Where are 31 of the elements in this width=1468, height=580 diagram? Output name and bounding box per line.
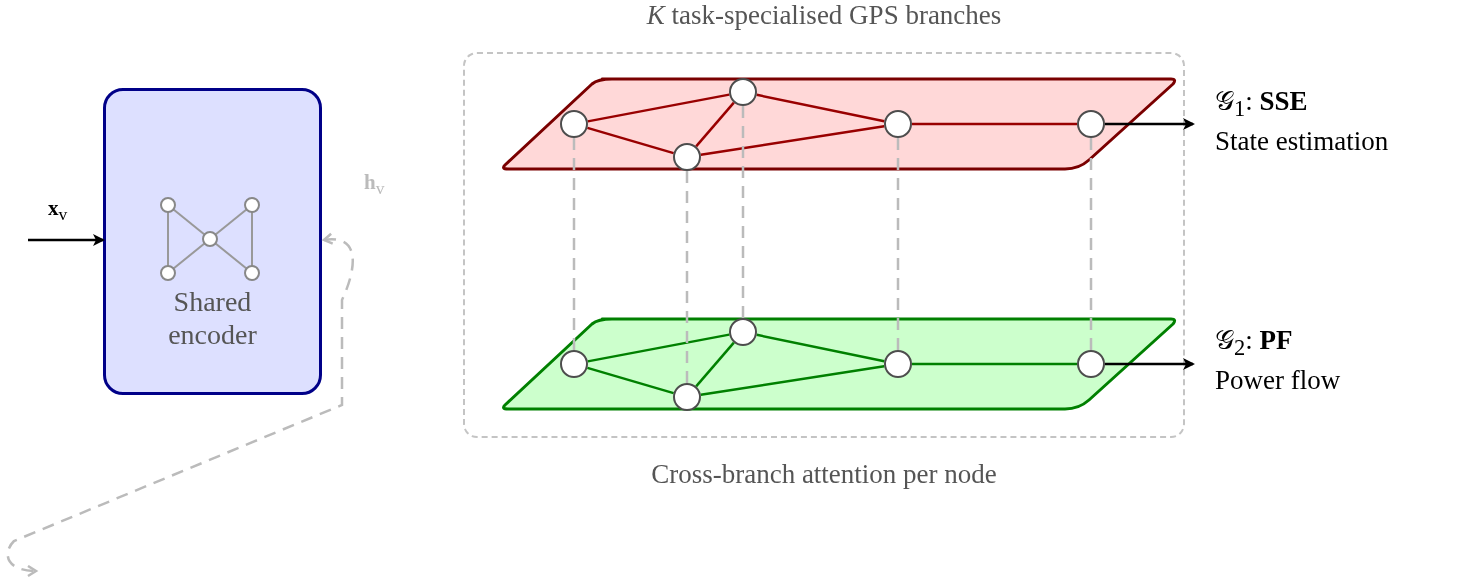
task-description: Power flow	[1215, 363, 1342, 397]
task-name: 𝒢$_{1}$: SSE	[1215, 85, 1309, 124]
dashed-connector	[685, 171, 689, 383]
group-title: K task-specialised GPS branches	[645, 0, 1003, 31]
arrow	[28, 234, 105, 246]
dashed-connector	[572, 138, 576, 350]
graph-edge	[756, 333, 885, 363]
graph-edge	[587, 366, 674, 395]
arrow	[1105, 358, 1195, 370]
graph-edge	[912, 362, 1077, 366]
group-caption: Cross-branch attention per node	[650, 459, 998, 490]
node-label: Shared encoder	[167, 285, 258, 352]
encoder-box	[103, 88, 322, 395]
graph-edge	[587, 333, 730, 363]
graph-edge	[695, 101, 735, 148]
graph-edge	[912, 122, 1077, 126]
task-name: 𝒢$_{2}$: PF	[1215, 324, 1294, 363]
graph-edge	[587, 126, 674, 155]
arrow	[1105, 118, 1195, 130]
graph-edge	[695, 341, 735, 388]
graph-plane	[502, 318, 1177, 410]
graph-edge	[700, 364, 885, 397]
graph-edge	[700, 124, 885, 157]
dashed-connector	[741, 106, 745, 318]
dashed-connector	[1089, 138, 1093, 350]
graph-edge	[756, 93, 885, 123]
arrow	[6, 233, 354, 577]
task-description: State estimation	[1215, 124, 1390, 158]
graph-plane	[502, 78, 1177, 170]
graph-edge	[587, 93, 730, 123]
dashed-connector	[896, 138, 900, 350]
